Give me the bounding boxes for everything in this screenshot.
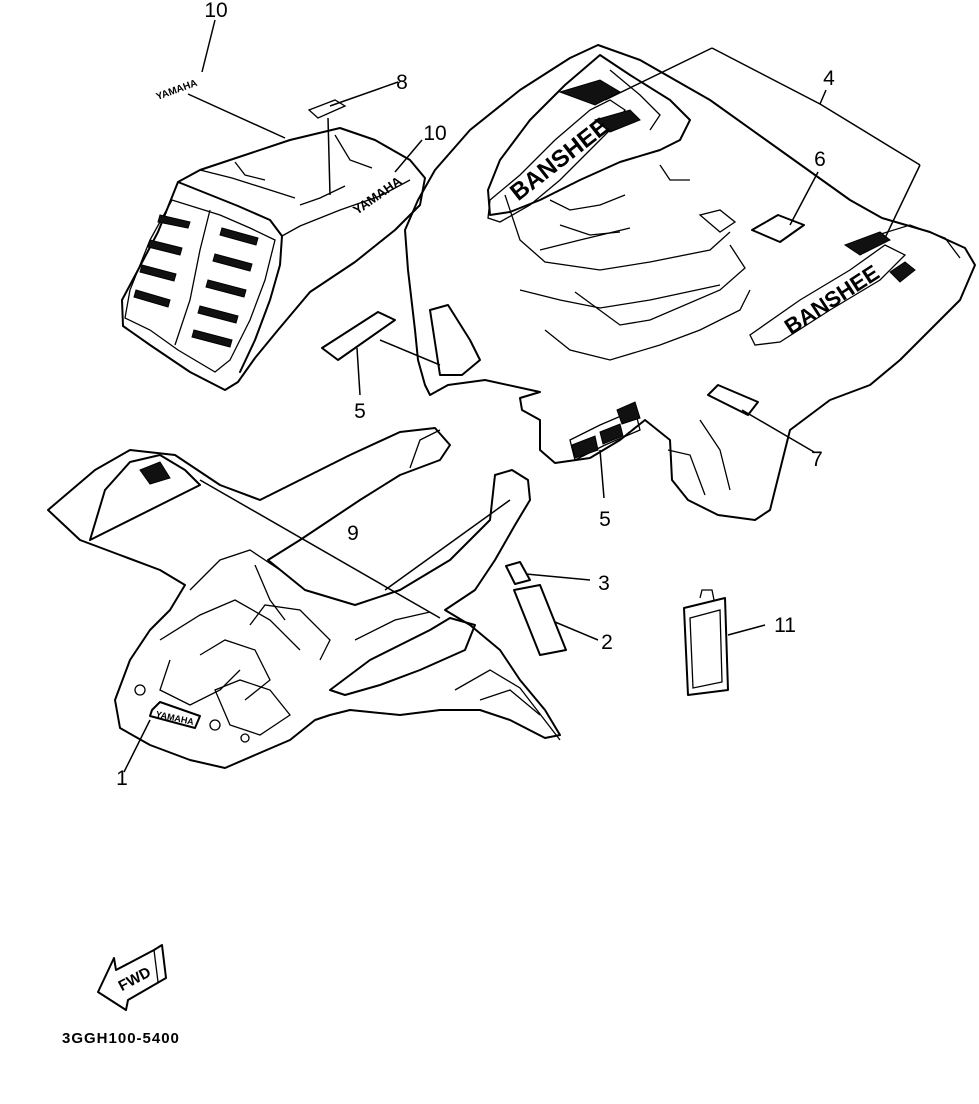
decal-2 [513, 584, 567, 656]
callout-labels: 10 8 10 4 6 7 5 5 9 3 2 11 1 [116, 0, 835, 790]
callout-4: 4 [823, 67, 835, 90]
callout-2: 2 [601, 631, 613, 654]
decal-6 [751, 214, 805, 243]
yamaha-shroud-decal: YAMAHA [350, 173, 405, 218]
small-decal-8 [307, 99, 347, 119]
callout-10-top: 10 [204, 0, 227, 22]
svg-text:YAMAHA: YAMAHA [155, 78, 199, 103]
leader-lines [123, 19, 921, 773]
fwd-arrow-icon: FWD [97, 944, 167, 1011]
callout-3: 3 [598, 572, 610, 595]
headlight-shroud [121, 127, 426, 391]
front-fender [47, 427, 561, 769]
callout-11: 11 [774, 614, 796, 637]
part-11-label-card [683, 589, 729, 696]
callout-10-shroud: 10 [423, 122, 446, 145]
banshee-decal-right: BANSHEE [780, 260, 884, 340]
callout-5-right: 5 [599, 508, 611, 531]
svg-text:BANSHEE: BANSHEE [505, 113, 614, 207]
decal-7 [707, 384, 759, 416]
svg-text:BANSHEE: BANSHEE [780, 260, 884, 340]
svg-text:YAMAHA: YAMAHA [350, 173, 405, 218]
callout-1: 1 [116, 767, 128, 790]
callout-6: 6 [814, 148, 826, 171]
decal-3 [505, 561, 531, 585]
rear-fender [404, 44, 976, 521]
yamaha-top-decal: YAMAHA [155, 78, 199, 103]
banshee-decal-left: BANSHEE [505, 113, 614, 207]
decal-5-loose [321, 311, 396, 361]
callout-8: 8 [396, 71, 408, 94]
callout-7: 7 [811, 448, 823, 471]
callout-9: 9 [347, 522, 359, 545]
fwd-label: FWD [116, 964, 154, 995]
callout-5-left: 5 [354, 400, 366, 423]
drawing-code: 3GGH100-5400 [62, 1030, 180, 1047]
